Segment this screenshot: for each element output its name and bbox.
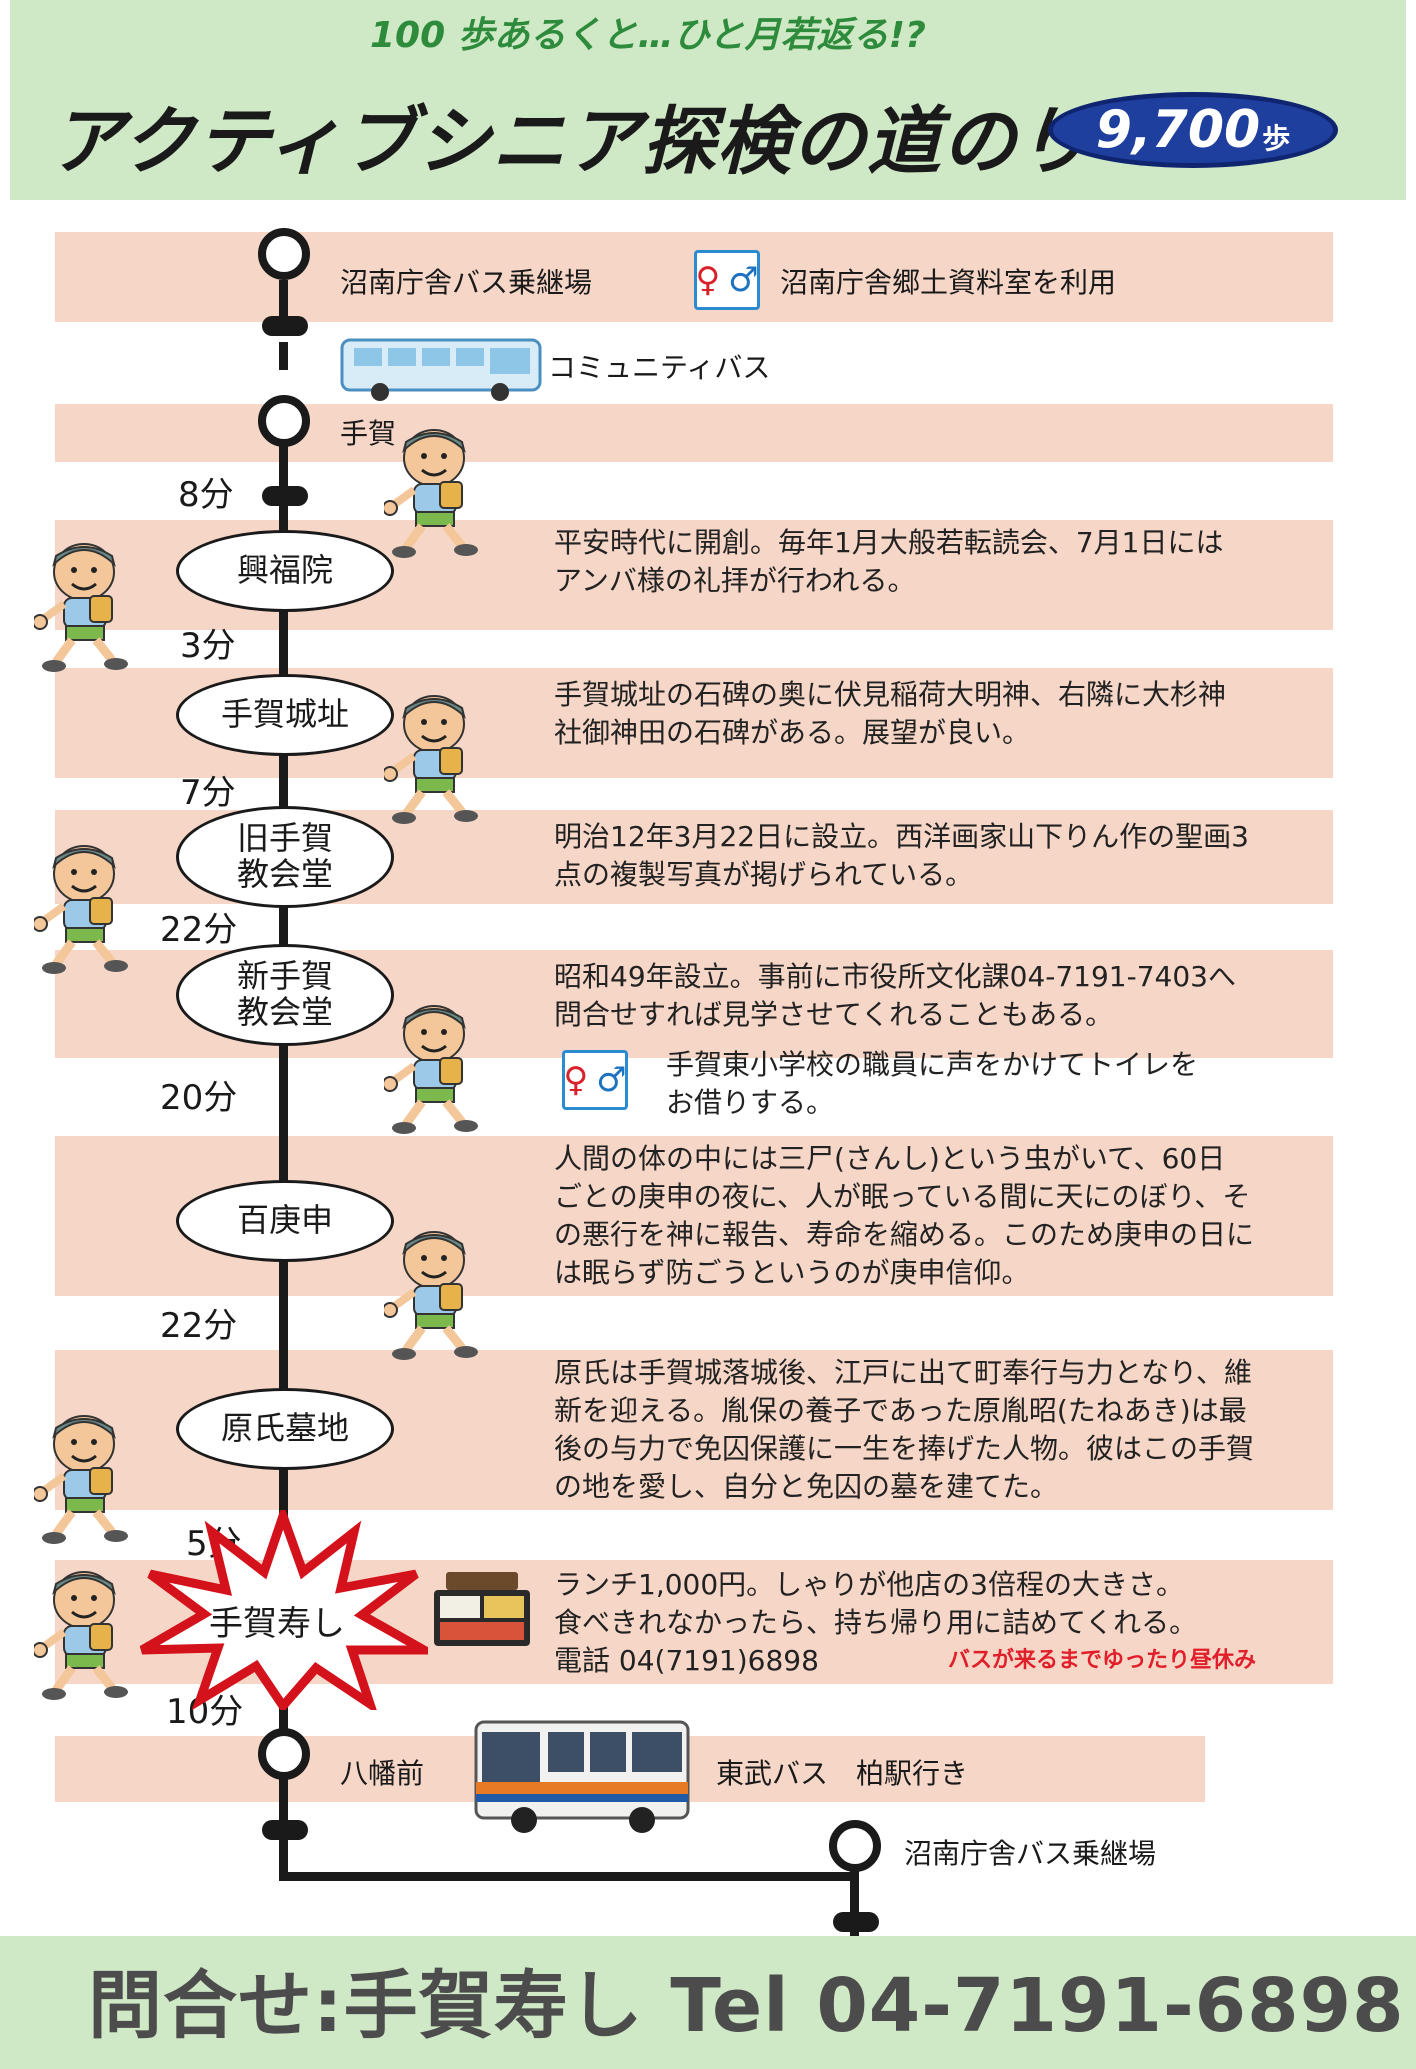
restroom-icon-school: ♀♂ [562,1050,628,1110]
route-line-bus-2 [279,342,288,370]
desc-kyu-church-line2: 点の複製写真が掲げられている。 [554,858,974,892]
stop-stub-start [262,316,308,336]
footer-contact: 問合せ:手賀寿し Tel 04-7191-6898 [88,1963,1405,2049]
walker-mascot-icon [384,1226,488,1366]
desc-hyaku-koshin-line2: ごとの庚申の夜に、人が眠っている間に天にのぼり、そ [554,1180,1251,1214]
spot-kyu-church-line2: 教会堂 [236,855,333,893]
route-line-bus-1 [279,280,288,324]
walker-mascot-icon [384,424,488,564]
desc-shin-church-line2: 問合せすれば見学させてくれることもある。 [554,998,1114,1032]
desc-kyu-church: 明治12年3月22日に設立。西洋画家山下りん作の聖画3 点の複製写真が掲げられて… [554,818,1324,894]
steps-badge: 9,700 歩 [1048,92,1338,168]
tagline: 100 歩あるくと…ひと月若返る!? [370,15,926,56]
desc-kyu-church-line1: 明治12年3月22日に設立。西洋画家山下りん作の聖画3 [554,820,1249,853]
desc-shin-church-line1: 昭和49年設立。事前に市役所文化課04-7191-7403へ [554,960,1236,993]
start-note: 沼南庁舎郷土資料室を利用 [780,266,1117,299]
stop-marker-end [829,1820,881,1872]
stop-stub-hachiman [262,1820,308,1840]
spot-tega-sushi: 手賀寿し [209,1604,345,1644]
walker-mascot-icon [384,690,488,830]
spot-kyu-church: 旧手賀教会堂 [176,806,394,908]
tobu-bus-label: 東武バス 柏駅行き [716,1757,969,1790]
walker-mascot-icon [34,538,138,678]
route-line-bottom [279,1872,859,1881]
walker-mascot-icon [34,1410,138,1550]
stop-stub-tega [262,486,308,506]
spot-hyaku-koshin: 百庚申 [176,1180,394,1262]
tobu-bus-icon [474,1720,690,1833]
starburst-icon [139,1510,428,1710]
spot-shin-church-line2: 教会堂 [236,993,333,1031]
desc-tega-joshi: 手賀城址の石碑の奥に伏見稲荷大明神、右隣に大杉神 社御神田の石碑がある。展望が良… [554,676,1324,752]
walker-mascot-icon [34,840,138,980]
steps-unit: 歩 [1262,122,1291,155]
stop-marker-start [258,228,310,280]
desc-kofukuin-line2: アンバ様の礼拝が行われる。 [554,564,916,598]
desc-hara-cemetery-line4: の地を愛し、自分と免囚の墓を建てた。 [554,1470,1059,1504]
spot-hara-cemetery: 原氏墓地 [176,1388,394,1470]
desc-tega-sushi-line2: 食べきれなかったら、持ち帰り用に詰めてくれる。 [554,1606,1198,1640]
desc-hyaku-koshin: 人間の体の中には三尸(さんし)という虫がいて、60日 ごとの庚申の夜に、人が眠っ… [554,1140,1324,1292]
desc-tega-sushi-line1: ランチ1,000円。しゃりが他店の3倍程の大きさ。 [554,1568,1184,1601]
duration-to-kofukuin: 8分 [178,475,234,515]
hachiman-stop-label: 八幡前 [340,1757,425,1790]
band-tega [55,404,1333,462]
walker-mascot-icon [34,1566,138,1706]
spot-hyaku-koshin-label: 百庚申 [236,1201,333,1240]
end-stop-label: 沼南庁舎バス乗継場 [904,1837,1157,1870]
spot-tega-joshi-label: 手賀城址 [220,695,349,734]
duration-to-tega-joshi: 3分 [180,626,236,666]
desc-tega-sushi: ランチ1,000円。しゃりが他店の3倍程の大きさ。 食べきれなかったら、持ち帰り… [554,1566,1324,1680]
spot-kofukuin-label: 興福院 [236,551,333,590]
desc-hara-cemetery-line2: 新を迎える。胤保の養子であった原胤昭(たねあき)は最 [554,1394,1247,1428]
desc-kofukuin: 平安時代に開創。毎年1月大般若転読会、7月1日には アンバ様の礼拝が行われる。 [554,524,1324,600]
spot-kyu-church-line1: 旧手賀 [236,819,333,858]
spot-tega-joshi: 手賀城址 [176,674,394,756]
steps-count: 9,700 [1095,100,1261,160]
stop-marker-tega [258,395,310,447]
stop-stub-end [833,1912,879,1932]
toilet-note: 手賀東小学校の職員に声をかけてトイレを お借りする。 [666,1046,1326,1122]
toilet-note-line2: お借りする。 [666,1086,835,1120]
restroom-icon: ♀♂ [694,250,760,310]
route-line-end [850,1860,859,1960]
lunch-break-note: バスが来るまでゆったり昼休み [948,1648,1257,1673]
desc-hara-cemetery-line1: 原氏は手賀城落城後、江戸に出て町奉行与力となり、維 [554,1356,1253,1389]
spot-shin-church-line1: 新手賀 [236,957,333,996]
desc-tega-sushi-line3: 電話 04(7191)6898 [554,1644,819,1678]
duration-to-shin-church: 22分 [160,910,238,950]
route-line-main [279,440,288,1880]
page-title: アクティブシニア探検の道のり [50,99,1092,185]
duration-to-hyaku-koshin: 20分 [160,1078,238,1118]
tega-stop-label: 手賀 [340,417,397,450]
spot-hara-cemetery-label: 原氏墓地 [220,1409,349,1448]
desc-hyaku-koshin-line1: 人間の体の中には三尸(さんし)という虫がいて、60日 [554,1142,1226,1175]
desc-hyaku-koshin-line3: の悪行を神に報告、寿命を縮める。このため庚申の日に [554,1218,1255,1252]
desc-tega-joshi-line1: 手賀城址の石碑の奥に伏見稲荷大明神、右隣に大杉神 [554,678,1227,711]
stop-marker-hachiman [258,1728,310,1780]
spot-kofukuin: 興福院 [176,530,394,612]
walker-mascot-icon [384,1000,488,1140]
duration-to-kyu-church: 7分 [180,773,236,813]
community-bus-icon [340,338,542,401]
start-stop-label: 沼南庁舎バス乗継場 [340,266,593,299]
toilet-note-line1: 手賀東小学校の職員に声をかけてトイレを [666,1048,1199,1081]
duration-to-hara-cemetery: 22分 [160,1306,238,1346]
spot-shin-church: 新手賀教会堂 [176,944,394,1046]
community-bus-label: コミュニティバス [548,351,771,384]
bento-icon [434,1572,530,1646]
desc-hara-cemetery: 原氏は手賀城落城後、江戸に出て町奉行与力となり、維 新を迎える。胤保の養子であっ… [554,1354,1324,1506]
desc-hara-cemetery-line3: 後の与力で免囚保護に一生を捧げた人物。彼はこの手賀 [554,1432,1255,1466]
desc-tega-joshi-line2: 社御神田の石碑がある。展望が良い。 [554,716,1031,750]
desc-hyaku-koshin-line4: は眠らず防ごうというのが庚申信仰。 [554,1256,1030,1290]
desc-shin-church: 昭和49年設立。事前に市役所文化課04-7191-7403へ 問合せすれば見学さ… [554,958,1324,1034]
desc-kofukuin-line1: 平安時代に開創。毎年1月大般若転読会、7月1日には [554,526,1224,559]
footer-banner [0,1936,1416,2069]
